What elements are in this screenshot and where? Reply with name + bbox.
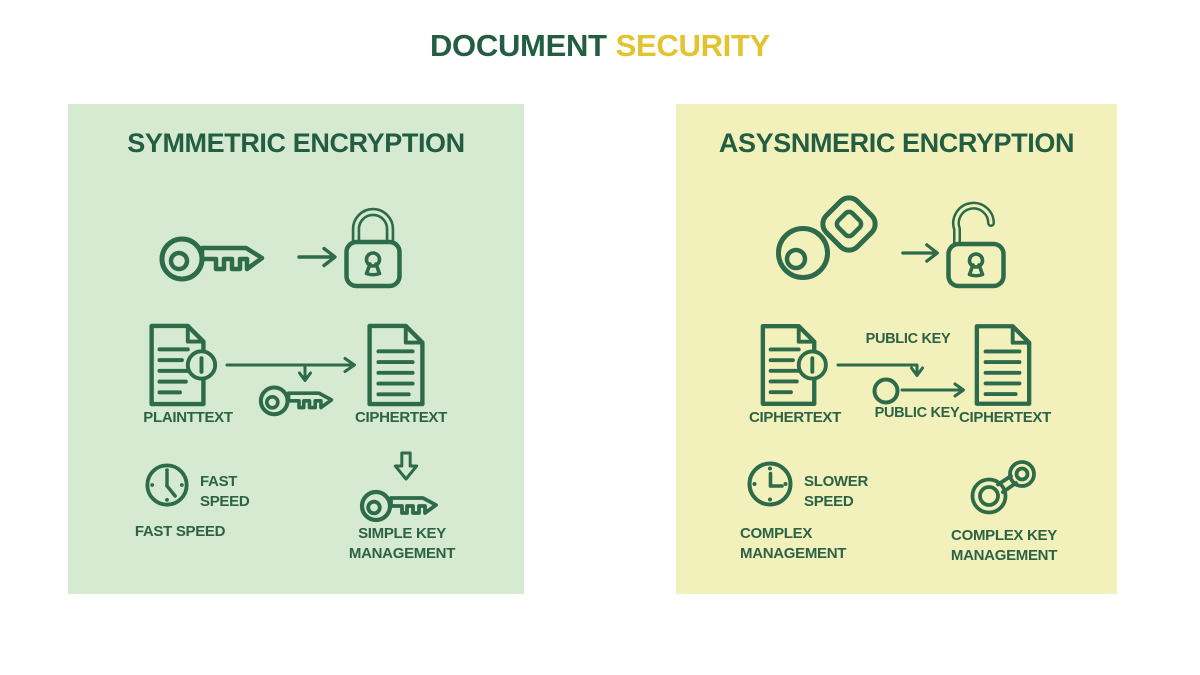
document-alert-icon	[149, 323, 218, 407]
ciphertext-label: CIPHERTEXT	[354, 409, 447, 426]
fast-speed-below-label: FAST SPEED	[134, 523, 226, 540]
arrow-right-icon	[900, 382, 965, 398]
linked-rings-icon	[970, 460, 1036, 515]
key-fob-icon	[776, 195, 878, 280]
symmetric-panel-title: SYMMETRIC ENCRYPTION	[127, 128, 465, 158]
arrow-right-icon	[901, 243, 939, 263]
down-arrow-icon	[393, 451, 419, 481]
slower-speed-label: SLOWER SPEED	[804, 473, 869, 510]
symmetric-encryption-panel: SYMMETRIC ENCRYPTION	[68, 104, 524, 594]
plaintext-label: PLAINTTEXT	[143, 409, 233, 426]
clock-icon	[145, 463, 189, 507]
key-icon	[359, 489, 438, 523]
document-text-icon	[974, 324, 1032, 406]
fast-speed-beside-label: FAST SPEED	[200, 473, 250, 510]
document-text-icon	[367, 323, 425, 407]
complex-key-management-label: COMPLEX KEY MANAGEMENT	[950, 527, 1058, 564]
arrow-right-icon	[297, 246, 337, 268]
public-key-top-label: PUBLIC KEY	[865, 331, 951, 347]
key-icon	[258, 385, 334, 417]
public-key-circle-icon	[872, 377, 900, 405]
ciphertext-right-label: CIPHERTEXT	[958, 409, 1051, 426]
flow-arrow-icon	[836, 363, 924, 377]
ciphertext-left-label: CIPHERTEXT	[748, 409, 841, 426]
asymmetric-panel-title: ASYSNMERIC ENCRYPTION	[718, 128, 1075, 158]
simple-key-management-label: SIMPLE KEY MANAGEMENT	[348, 525, 456, 562]
flow-arrow-icon	[225, 357, 356, 382]
public-key-bottom-label: PUBLIC KEY	[874, 405, 960, 421]
page-title-word-security: SECURITY	[615, 28, 771, 63]
document-alert-icon	[760, 324, 828, 406]
closed-padlock-icon	[344, 207, 402, 289]
complex-management-label: COMPLEX MANAGEMENT	[740, 525, 847, 562]
asymmetric-encryption-panel: ASYSNMERIC ENCRYPTION PUBLIC KEY	[676, 104, 1117, 594]
key-icon	[159, 236, 265, 282]
open-padlock-icon	[946, 201, 1006, 289]
page-title-word-document: DOCUMENT	[429, 28, 607, 63]
clock-icon	[747, 461, 793, 507]
